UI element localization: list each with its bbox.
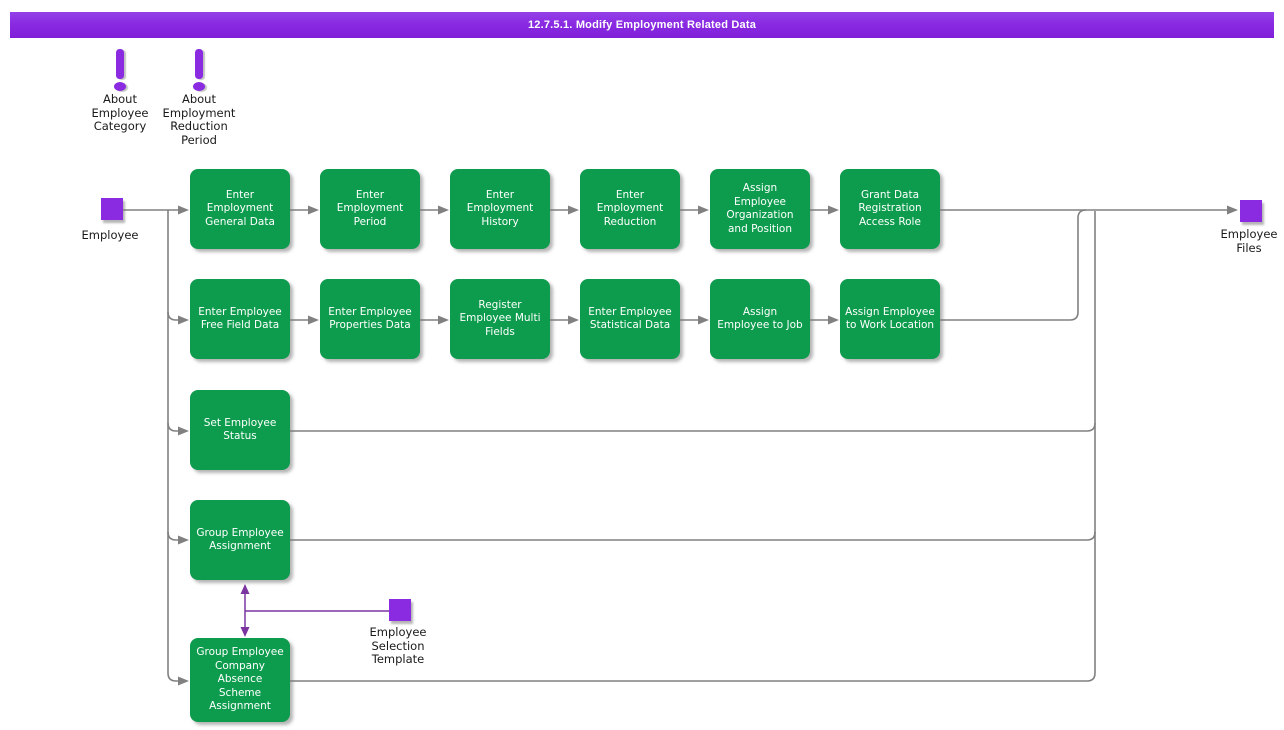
task-group-employee-assignment[interactable]: Group Employee Assignment [190,500,290,580]
task-label: Group Employee Company Absence Scheme As… [196,646,284,713]
task-label: Set Employee Status [203,416,277,443]
task-grant-data-registration-access-role[interactable]: Grant Data Registration Access Role [840,169,940,249]
note-label: About Employment Reduction Period [162,92,236,147]
diagram-title-bar: 12.7.5.1. Modify Employment Related Data [10,12,1274,38]
flow-arrowheads [178,205,1238,686]
exclamation-icon-bar [195,49,203,79]
exclamation-icon-bar [116,49,124,79]
note-template-connector [240,584,389,637]
task-register-employee-multi-fields[interactable]: Register Employee Multi Fields [450,279,550,359]
task-label: Register Employee Multi Fields [459,298,541,338]
entity-employee-files-label: Employee Files [1220,227,1278,255]
task-enter-employment-general-data[interactable]: Enter Employment General Data [190,169,290,249]
exclamation-icon-dot [193,82,205,91]
task-label: Enter Employment General Data [205,188,275,228]
entity-employee-icon[interactable] [101,198,123,220]
task-label: Grant Data Registration Access Role [858,188,922,228]
task-assign-employee-to-job[interactable]: Assign Employee to Job [710,279,810,359]
entity-employee-selection-template-label: Employee Selection Template [369,625,427,666]
task-label: Group Employee Assignment [196,526,284,553]
task-label: Assign Employee Organization and Positio… [726,182,794,235]
task-assign-employee-organization-and-position[interactable]: Assign Employee Organization and Positio… [710,169,810,249]
task-label: Assign Employee to Job [717,305,803,332]
entity-employee-files-icon[interactable] [1240,200,1262,222]
exclamation-icon-dot [114,82,126,91]
task-group-employee-company-absence-scheme-assignment[interactable]: Group Employee Company Absence Scheme As… [190,638,290,722]
entity-employee-label: Employee [81,228,139,242]
task-label: Enter Employee Free Field Data [198,305,282,332]
task-label: Enter Employment Period [336,188,404,228]
task-assign-employee-to-work-location[interactable]: Assign Employee to Work Location [840,279,940,359]
task-enter-employee-free-field-data[interactable]: Enter Employee Free Field Data [190,279,290,359]
task-enter-employment-reduction[interactable]: Enter Employment Reduction [580,169,680,249]
task-label: Assign Employee to Work Location [845,305,935,332]
diagram-title: 12.7.5.1. Modify Employment Related Data [527,19,757,31]
task-label: Enter Employee Statistical Data [588,305,672,332]
task-enter-employment-period[interactable]: Enter Employment Period [320,169,420,249]
note-label: About Employee Category [91,92,149,133]
task-enter-employment-history[interactable]: Enter Employment History [450,169,550,249]
task-enter-employee-properties-data[interactable]: Enter Employee Properties Data [320,279,420,359]
flow-connectors [123,209,1228,682]
task-label: Enter Employment Reduction [596,188,664,228]
entity-employee-selection-template-icon[interactable] [389,599,411,621]
task-label: Enter Employment History [466,188,534,228]
task-label: Enter Employee Properties Data [328,305,412,332]
task-set-employee-status[interactable]: Set Employee Status [190,390,290,470]
task-enter-employee-statistical-data[interactable]: Enter Employee Statistical Data [580,279,680,359]
